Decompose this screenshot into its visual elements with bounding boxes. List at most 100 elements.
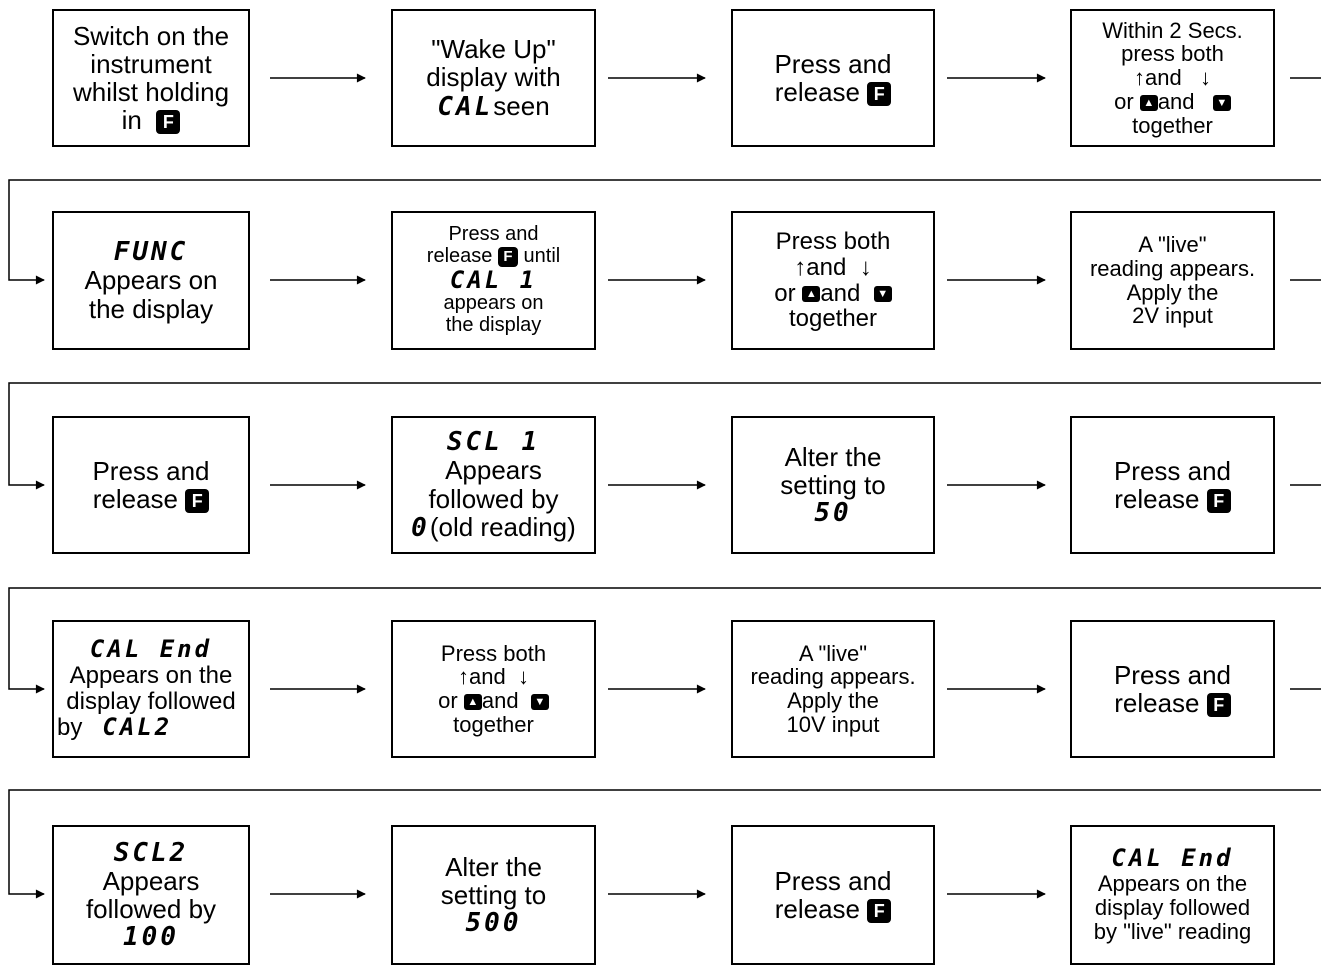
down-arrow-icon: ↓ [1200,65,1212,91]
step-apply-2v-input: A "live" reading appears. Apply the 2V i… [1070,211,1275,350]
step-text: reading appears. [750,664,916,690]
step-text: Press and [1113,659,1232,690]
up-key-icon: ▲ [463,694,482,711]
segment-display-text: CAL End [1111,844,1234,873]
step-press-release-f: Press and release F [731,825,935,965]
step-text: display followed [1094,895,1251,921]
step-text: display followed [66,688,236,715]
step-cal-end-live-reading: CAL End Appears on the display followed … [1070,825,1275,965]
step-text: release [774,893,861,924]
f-key-icon: F [867,899,892,924]
step-text: followed by [85,894,217,924]
down-arrow-icon: ↓ [859,253,872,281]
flow-wrap-arrow [8,789,1321,899]
up-arrow-icon: ↑ [458,664,470,690]
step-text: by [57,713,83,741]
step-text: setting to [440,879,547,910]
step-press-until-cal1: Press and release F until CAL 1 appears … [391,211,596,350]
step-text: A "live" [1138,232,1207,257]
step-text: Appears [445,455,542,486]
step-press-both-within-2s: Within 2 Secs. press both ↑and ↓ or ▲and… [1070,9,1275,147]
segment-display-text: SCL 1 [446,427,541,458]
f-key-icon: F [1206,693,1231,718]
step-text: A "live" [798,640,868,666]
step-text: Appears on the [1097,871,1248,897]
step-text: and [806,253,847,281]
up-key-icon: ▲ [802,286,821,303]
step-text: Press both [775,227,891,255]
step-text: Press and [774,865,892,896]
step-text: instrument [90,48,212,79]
step-text: Apply the [787,688,879,713]
step-text: reading appears. [1089,255,1256,281]
segment-display-text: CAL [437,91,494,122]
down-arrow-icon: ↓ [517,664,529,690]
segment-display-text: FUNC [113,237,189,268]
step-text: by "live" reading [1093,918,1252,944]
step-text: or [1114,88,1134,114]
step-alter-setting-50: Alter the setting to 50 [731,416,935,554]
step-text: and [1157,88,1195,114]
step-func-appears: FUNC Appears on the display [52,211,250,350]
step-text: and [1144,65,1182,91]
step-text: Press and [92,455,210,486]
step-text: and [820,279,861,307]
flow-wrap-arrow [8,382,1321,490]
segment-display-text: 0 [411,512,430,543]
step-text: followed by [428,483,559,514]
segment-display-text: SCL2 [113,837,189,868]
step-text: release [1114,483,1200,514]
step-text: 2V input [1132,303,1213,329]
step-text: (old reading) [429,511,576,542]
step-text: appears on [443,292,544,315]
segment-display-text: CAL2 [102,712,173,741]
step-text: until [523,244,561,267]
step-press-release-f: Press and release F [731,9,935,147]
step-scl1-appears: SCL 1 Appears followed by 0(old reading) [391,416,596,554]
step-text: Alter the [784,441,882,472]
step-text: Within 2 Secs. [1102,17,1243,43]
segment-display-text: CAL End [89,635,213,664]
step-text: Press and [1113,455,1232,486]
step-press-both-keys: Press both ↑and ↓ or ▲and ▼ together [391,620,596,758]
flow-wrap-arrow [8,179,1321,285]
step-text: Press both [440,640,547,666]
f-key-icon: F [1206,489,1231,514]
segment-display-text: CAL 1 [449,265,538,294]
step-apply-10v-input: A "live" reading appears. Apply the 10V … [731,620,935,758]
step-text: 10V input [786,711,880,737]
step-text: the display [445,314,542,337]
step-press-release-f: Press and release F [52,416,250,554]
step-text: release [426,244,493,267]
step-text: Apply the [1126,279,1219,305]
step-text: Alter the [445,851,542,882]
step-text: Appears on the [69,662,233,690]
up-arrow-icon: ↑ [794,253,807,281]
step-text: or [774,279,796,307]
f-key-icon: F [867,82,892,107]
f-key-icon: F [185,489,210,514]
step-press-both-keys: Press both ↑and ↓ or ▲and ▼ together [731,211,935,350]
step-text: Appears on [84,265,218,296]
step-alter-setting-500: Alter the setting to 500 [391,825,596,965]
step-text: or [438,688,458,713]
step-press-release-f: Press and release F [1070,620,1275,758]
step-text: together [453,711,534,737]
step-text: release [774,76,861,107]
flow-wrap-arrow [8,587,1321,694]
segment-display-text: 100 [123,922,179,953]
f-key-icon: F [156,110,181,135]
step-text: and [481,688,519,713]
step-text: together [788,305,878,333]
step-text: in [121,105,142,136]
step-text: the display [88,293,214,324]
segment-display-text: 500 [465,908,522,939]
step-text: Press and [448,223,539,246]
step-text: Appears [102,865,200,896]
step-text: whilst holding [72,76,230,107]
step-switch-on: Switch on the instrument whilst holding … [52,9,250,147]
step-cal-end-then-cal2: CAL End Appears on the display followed … [52,620,250,758]
step-text: display with [426,62,561,93]
step-text: seen [493,90,550,121]
